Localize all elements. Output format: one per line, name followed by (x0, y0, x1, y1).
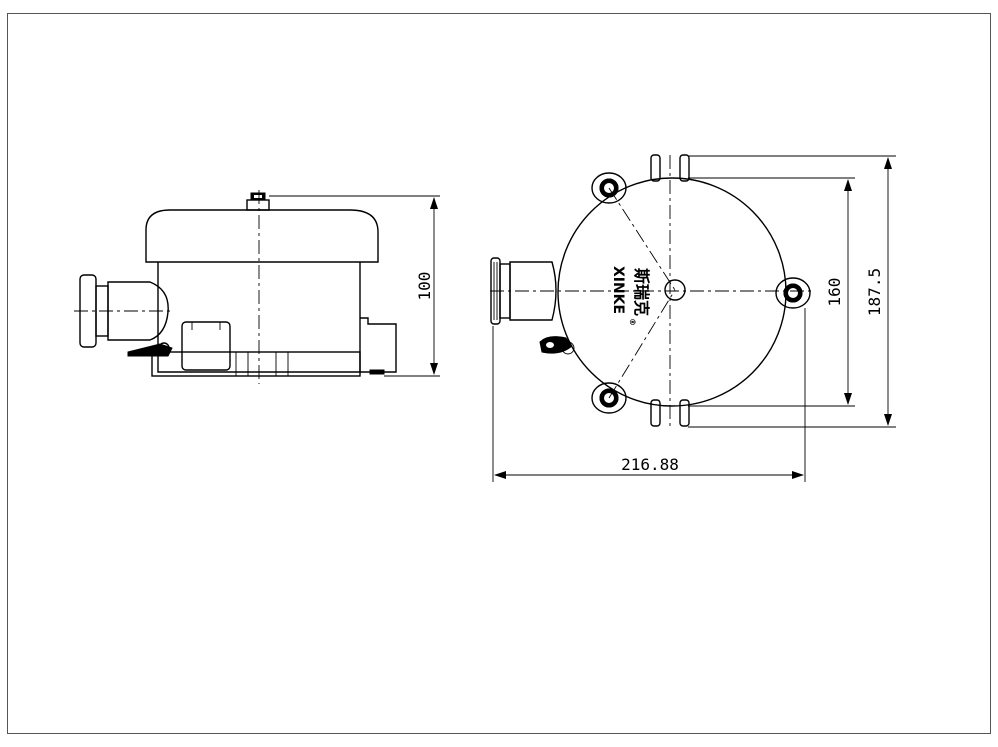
mounting-tab-bottom (650, 399, 690, 427)
brand-logo: 斯瑞克 XINKE ® (610, 266, 651, 326)
dome-cover (145, 209, 379, 263)
logo-chinese-text: 斯瑞克 (632, 268, 651, 316)
logo-english-text: XINKE (610, 266, 626, 314)
drain-plug (539, 336, 575, 355)
drawing-frame (7, 13, 991, 734)
side-view: 100 (74, 190, 440, 384)
center-boss (664, 279, 686, 301)
dimension-plan-width: 216.88 (621, 455, 679, 474)
plan-view: 斯瑞克 XINKE ® 160 187.5 216.88 (490, 154, 896, 482)
dimension-plan-inner-height: 160 (825, 278, 844, 307)
terminal-box (181, 321, 231, 371)
right-foot (360, 317, 397, 373)
dimension-plan-outer-height: 187.5 (865, 268, 884, 316)
housing-circle (557, 177, 787, 407)
top-bolt (246, 192, 270, 211)
mounting-tab-top (650, 154, 690, 182)
cable-gland-side (79, 274, 173, 357)
logo-registered-mark: ® (628, 318, 637, 326)
dimension-side-height: 100 (415, 272, 434, 301)
